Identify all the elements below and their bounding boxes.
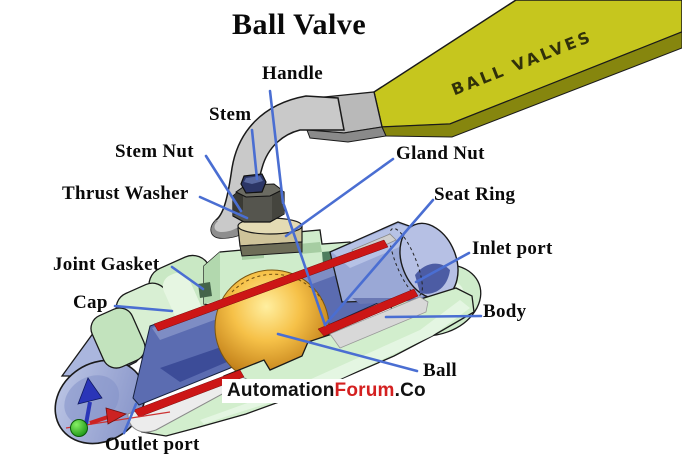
watermark-part1: Automation bbox=[227, 380, 335, 401]
label-stem-nut: Stem Nut bbox=[115, 141, 194, 162]
label-thrust-washer: Thrust Washer bbox=[62, 183, 189, 204]
label-stem: Stem bbox=[209, 104, 252, 125]
leader-lines bbox=[113, 89, 483, 435]
label-handle: Handle bbox=[262, 63, 323, 84]
leader-gland-nut bbox=[284, 157, 395, 238]
gland-nut-graphic bbox=[237, 217, 303, 257]
leader-cap bbox=[113, 304, 174, 313]
z-axis-arrowhead-icon bbox=[77, 377, 103, 405]
stem-graphic bbox=[240, 173, 267, 194]
page-title: Ball Valve bbox=[232, 8, 367, 41]
axis-triad bbox=[65, 377, 171, 437]
watermark-part3: .Co bbox=[394, 380, 426, 401]
x-axis-arrow bbox=[89, 415, 109, 425]
z-axis-arrow bbox=[84, 401, 92, 425]
label-inlet-port: Inlet port bbox=[472, 238, 553, 259]
leader-stem bbox=[250, 128, 259, 181]
x-axis-arrowhead-icon bbox=[105, 407, 128, 425]
watermark-part2: Forum bbox=[334, 380, 395, 401]
leader-thrust-washer bbox=[198, 195, 249, 220]
origin-point-icon bbox=[70, 419, 88, 437]
leader-ball bbox=[276, 332, 419, 373]
label-ball: Ball bbox=[423, 360, 457, 381]
label-gland-nut: Gland Nut bbox=[396, 143, 485, 164]
leader-body bbox=[384, 314, 483, 319]
leader-seat-ring-2 bbox=[282, 203, 327, 327]
label-joint-gasket: Joint Gasket bbox=[53, 254, 160, 275]
seat-ring-graphic bbox=[133, 239, 419, 418]
leader-joint-gasket bbox=[170, 265, 205, 291]
watermark: AutomationForum.Co bbox=[222, 379, 431, 403]
leader-seat-ring bbox=[323, 198, 435, 327]
leader-stem-nut bbox=[204, 154, 243, 213]
label-seat-ring: Seat Ring bbox=[434, 184, 516, 205]
leader-handle bbox=[268, 89, 285, 205]
label-cap: Cap bbox=[73, 292, 108, 313]
leader-inlet-port bbox=[414, 251, 471, 284]
leader-outlet-port bbox=[122, 402, 138, 435]
joint-gasket-graphic bbox=[198, 282, 212, 298]
label-body: Body bbox=[483, 301, 527, 322]
label-outlet-port: Outlet port bbox=[105, 434, 200, 455]
